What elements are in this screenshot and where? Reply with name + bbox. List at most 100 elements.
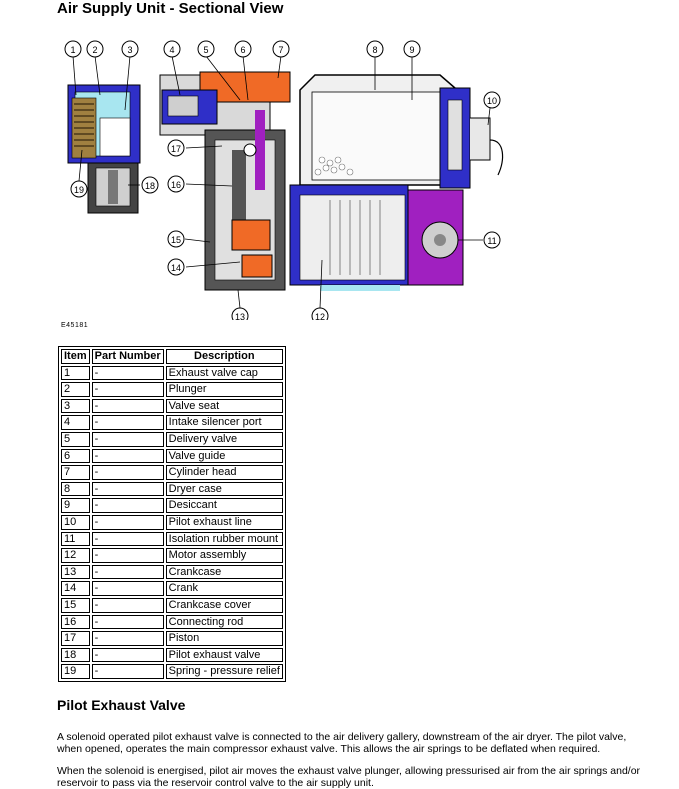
cell-desc: Pilot exhaust valve [165,647,283,663]
callout-13: 13 [231,307,249,320]
cell-part: - [91,431,164,447]
cell-desc: Crankcase [165,564,283,580]
table-row: 15-Crankcase cover [61,597,283,613]
cell-part: - [91,647,164,663]
cell-desc: Spring - pressure relief [165,664,283,679]
table-row: 19-Spring - pressure relief [61,664,283,679]
cell-item: 4 [61,415,90,430]
callout-6: 6 [234,40,252,58]
table-row: 8-Dryer case [61,481,283,497]
svg-text:18: 18 [145,181,155,191]
svg-text:16: 16 [171,180,181,190]
svg-text:11: 11 [487,236,496,246]
parts-table: Item Part Number Description 1-Exhaust v… [58,346,286,682]
cell-item: 16 [61,614,90,630]
svg-text:13: 13 [235,312,245,320]
svg-text:7: 7 [278,45,283,55]
cell-desc: Valve guide [165,448,283,464]
svg-text:19: 19 [74,185,84,195]
cell-part: - [91,382,164,397]
cell-desc: Delivery valve [165,431,283,447]
cell-part: - [91,465,164,480]
svg-text:8: 8 [372,45,377,55]
callout-17: 17 [167,139,185,157]
cell-part: - [91,631,164,646]
cell-item: 7 [61,465,90,480]
callout-16: 16 [167,175,185,193]
cell-desc: Crank [165,581,283,596]
table-row: 5-Delivery valve [61,431,283,447]
cell-desc: Valve seat [165,398,283,414]
cell-item: 11 [61,531,90,547]
svg-text:17: 17 [171,144,181,154]
table-row: 18-Pilot exhaust valve [61,647,283,663]
cell-item: 8 [61,481,90,497]
table-row: 4-Intake silencer port [61,415,283,430]
motor-illustration [289,184,464,291]
table-row: 3-Valve seat [61,398,283,414]
svg-text:15: 15 [171,235,181,245]
cell-desc: Piston [165,631,283,646]
svg-text:6: 6 [240,45,245,55]
callout-3: 3 [121,40,139,58]
table-row: 2-Plunger [61,382,283,397]
table-row: 14-Crank [61,581,283,596]
table-row: 10-Pilot exhaust line [61,514,283,530]
callout-5: 5 [197,40,215,58]
cell-desc: Connecting rod [165,614,283,630]
cell-part: - [91,514,164,530]
svg-text:10: 10 [487,96,497,106]
callout-7: 7 [272,40,290,58]
cell-part: - [91,597,164,613]
cell-item: 19 [61,664,90,679]
section-title: Pilot Exhaust Valve [57,697,186,713]
table-row: 6-Valve guide [61,448,283,464]
callout-15: 15 [167,230,185,248]
cell-desc: Exhaust valve cap [165,365,283,381]
table-row: 1-Exhaust valve cap [61,365,283,381]
cell-part: - [91,564,164,580]
header-part-number: Part Number [91,349,164,364]
cell-desc: Dryer case [165,481,283,497]
cell-desc: Cylinder head [165,465,283,480]
cell-desc: Desiccant [165,498,283,513]
cell-item: 6 [61,448,90,464]
cell-part: - [91,398,164,414]
cell-item: 5 [61,431,90,447]
pilot-exhaust-valve-illustration [67,84,141,214]
cell-desc: Crankcase cover [165,597,283,613]
cell-item: 14 [61,581,90,596]
dryer-case-illustration [299,74,504,189]
header-description: Description [165,349,283,364]
callout-8: 8 [366,40,384,58]
callout-19: 19 [70,180,88,198]
paragraph: A solenoid operated pilot exhaust valve … [57,731,627,755]
cell-desc: Plunger [165,382,283,397]
table-row: 11-Isolation rubber mount [61,531,283,547]
cell-item: 15 [61,597,90,613]
cell-part: - [91,664,164,679]
cell-part: - [91,448,164,464]
compressor-illustration [159,71,291,291]
cell-part: - [91,365,164,381]
callout-9: 9 [403,40,421,58]
cell-part: - [91,531,164,547]
cell-item: 9 [61,498,90,513]
table-row: 12-Motor assembly [61,548,283,563]
callout-12: 12 [311,307,329,320]
callout-18: 18 [141,176,159,194]
figure-id: E45181 [61,322,89,329]
callout-14: 14 [167,258,185,276]
callout-4: 4 [163,40,181,58]
svg-text:3: 3 [127,45,132,55]
cell-item: 3 [61,398,90,414]
callout-2: 2 [86,40,104,58]
cell-item: 18 [61,647,90,663]
cell-part: - [91,415,164,430]
cell-item: 10 [61,514,90,530]
callout-1: 1 [64,40,82,58]
page-title: Air Supply Unit - Sectional View [57,0,284,17]
table-row: 7-Cylinder head [61,465,283,480]
table-row: 9-Desiccant [61,498,283,513]
table-row: 17-Piston [61,631,283,646]
